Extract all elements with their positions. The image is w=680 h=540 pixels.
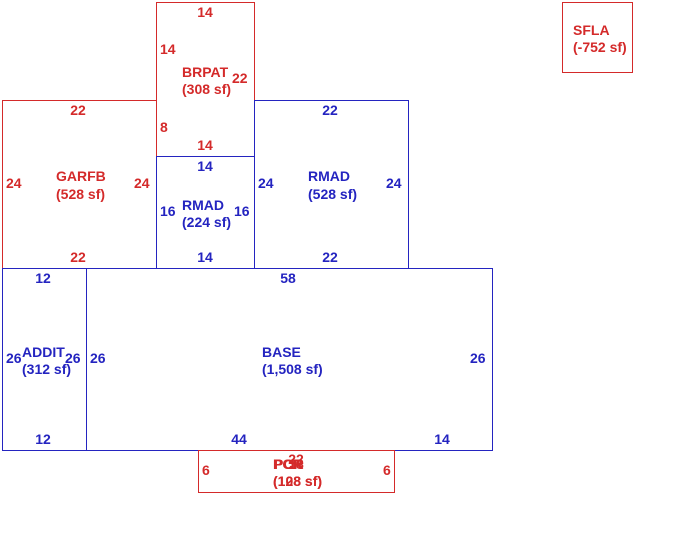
sfla-area: (-752 sf) <box>573 39 627 55</box>
rmad-large-dim-left: 24 <box>258 175 274 191</box>
rmad-small-dim-bottom: 14 <box>197 249 213 265</box>
addit-dim-top: 12 <box>35 270 51 286</box>
base-dim-top: 58 <box>280 270 296 286</box>
rmad-large-dim-top: 22 <box>322 102 338 118</box>
rmad-small-dim-top: 14 <box>197 158 213 174</box>
base-dim-bottom-left: 44 <box>231 431 247 447</box>
rmad-small-label: RMAD <box>182 197 224 213</box>
pcr-dim-left: 6 <box>202 462 210 478</box>
pcr-label: PCR <box>273 456 303 472</box>
addit-area-text: (312 sf) <box>22 361 72 377</box>
garfb-dim-right: 24 <box>134 175 150 191</box>
rmad-small-area-text: (224 sf) <box>182 214 232 230</box>
pcr-dim-top: 22 <box>288 451 304 467</box>
pcr-dim-right: 6 <box>383 462 391 478</box>
addit-dim-left: 26 <box>6 350 22 366</box>
pcr-label-overlap: PCR <box>274 456 304 472</box>
pcr-area-text: (128 sf) <box>273 473 323 489</box>
sfla-label: SFLA <box>573 22 610 38</box>
garfb-dim-bottom: 22 <box>70 249 86 265</box>
base-area-text: (1,508 sf) <box>262 361 323 377</box>
brpat-area-text: (308 sf) <box>182 81 232 97</box>
pcr-dim-top-overlap: 18 <box>288 456 304 472</box>
addit-dim-right: 26 <box>65 350 81 366</box>
brpat-dim-left: 14 <box>160 41 176 57</box>
rmad-large-label: RMAD <box>308 168 350 184</box>
garfb-area-text: (528 sf) <box>56 186 106 202</box>
garfb-dim-top: 22 <box>70 102 86 118</box>
rmad-large-dim-right: 24 <box>386 175 402 191</box>
addit-dim-bottom: 12 <box>35 431 51 447</box>
pcr-area-text-overlap: (108 sf) <box>273 473 323 489</box>
base-dim-right: 26 <box>470 350 486 366</box>
brpat-label: BRPAT <box>182 64 229 80</box>
base-dim-left: 26 <box>90 350 106 366</box>
base-label: BASE <box>262 344 301 360</box>
brpat-dim-top: 14 <box>197 4 213 20</box>
rmad-small-dim-right: 16 <box>234 203 250 219</box>
garfb-label: GARFB <box>56 168 106 184</box>
brpat-dim-right: 22 <box>232 70 248 86</box>
brpat-dim-bottom: 14 <box>197 137 213 153</box>
garfb-dim-left: 24 <box>6 175 22 191</box>
pcr-area <box>198 450 395 493</box>
rmad-large-area-text: (528 sf) <box>308 186 358 202</box>
addit-label: ADDIT <box>22 344 65 360</box>
rmad-large-dim-bottom: 22 <box>322 249 338 265</box>
rmad-small-dim-left: 16 <box>160 203 176 219</box>
base-dim-bottom-right: 14 <box>434 431 450 447</box>
brpat-dim-left-lower: 8 <box>160 119 168 135</box>
sfla-box <box>562 2 633 73</box>
